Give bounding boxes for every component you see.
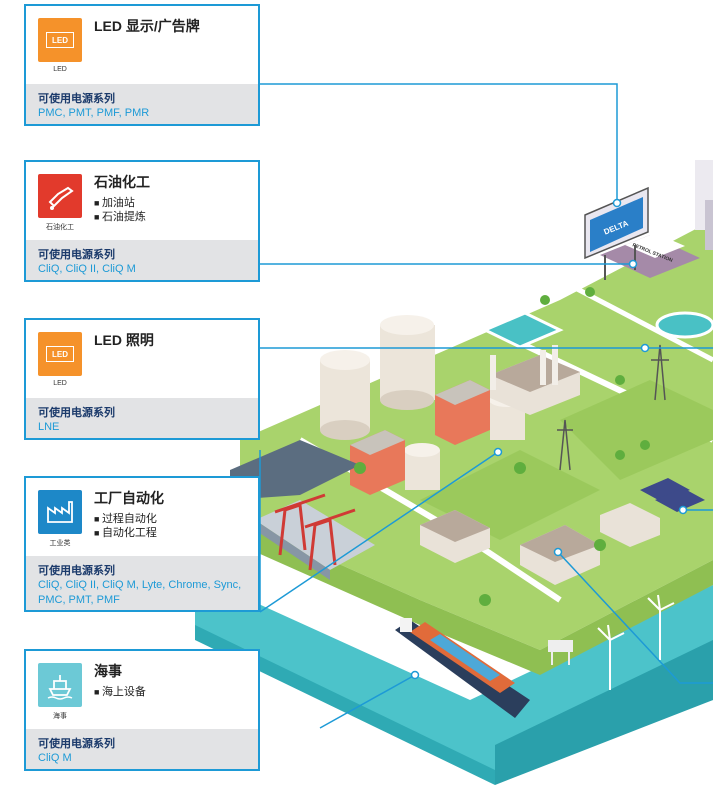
card-bullets: 海上设备: [94, 685, 146, 699]
card-models: CliQ M: [38, 752, 72, 764]
factory-icon: [38, 490, 82, 534]
warehouse-building: [420, 510, 490, 563]
power-plant-building: [350, 430, 405, 495]
card-models: CliQ, CliQ II, CliQ M: [38, 263, 136, 275]
warehouse-building: [600, 503, 660, 547]
card-footer: 可使用电源系列 CliQ, CliQ II, CliQ M: [26, 240, 258, 280]
card-title: LED 显示/广告牌: [94, 18, 200, 34]
bullet-item: 加油站: [94, 196, 146, 210]
card-subtitle: 可使用电源系列: [38, 93, 115, 105]
bullet-item: 石油提炼: [94, 210, 146, 224]
tree-group: [354, 287, 650, 606]
icon-caption: LED: [53, 380, 67, 387]
card-footer: 可使用电源系列 PMC, PMT, PMF, PMR: [26, 84, 258, 124]
card-title: 工厂自动化: [94, 490, 164, 506]
card-factory-automation[interactable]: 工业类 工厂自动化 过程自动化 自动化工程 可使用电源系列 CliQ, CliQ…: [24, 476, 260, 612]
icon-caption: LED: [53, 66, 67, 73]
power-plant-building: [435, 380, 490, 445]
sea-front-edge: [495, 640, 713, 785]
card-marine[interactable]: 海事 海事 海上设备 可使用电源系列 CliQ M: [24, 649, 260, 771]
city-tower: [695, 160, 713, 250]
card-led-lighting[interactable]: LED LED LED 照明 可使用电源系列 LNE: [24, 318, 260, 440]
offshore-platform: [548, 640, 573, 665]
bullet-item: 过程自动化: [94, 512, 157, 526]
pool: [481, 311, 564, 349]
card-bullets: 过程自动化 自动化工程: [94, 512, 157, 540]
connector-dots: [410, 198, 688, 680]
wind-turbine: [597, 624, 625, 690]
storage-tank: [404, 443, 440, 490]
card-petrochemical[interactable]: 石油化工 石油化工 加油站 石油提炼 可使用电源系列 CliQ, CliQ II…: [24, 160, 260, 282]
card-subtitle: 可使用电源系列: [38, 249, 115, 261]
container-crane: [304, 508, 356, 571]
card-footer: 可使用电源系列 CliQ, CliQ II, CliQ M, Lyte, Chr…: [26, 556, 258, 610]
bullet-item: 海上设备: [94, 685, 146, 699]
power-pylon: [651, 344, 669, 401]
card-title: 石油化工: [94, 174, 150, 190]
card-title: 海事: [94, 663, 122, 679]
container-crane: [274, 493, 326, 556]
petrol-station: PETROL STATION: [600, 233, 700, 278]
chimney: [540, 350, 546, 385]
card-models: LNE: [38, 421, 60, 433]
card-subtitle: 可使用电源系列: [38, 407, 115, 419]
solar-panel-array: [640, 478, 705, 512]
led-panel-icon: LED: [38, 332, 82, 376]
fountain: [655, 311, 713, 339]
card-title: LED 照明: [94, 332, 154, 348]
icon-caption: 石油化工: [46, 224, 74, 231]
card-bullets: 加油站 石油提炼: [94, 196, 146, 224]
ship-icon: [38, 663, 82, 707]
billboard: DELTA: [584, 186, 649, 280]
land-ground-lower: [240, 520, 713, 675]
storage-tank: [380, 315, 435, 410]
card-subtitle: 可使用电源系列: [38, 565, 115, 577]
card-models: CliQ, CliQ II, CliQ M, Lyte, Chrome, Syn…: [38, 579, 242, 606]
icon-caption: 工业类: [49, 540, 71, 547]
power-pylon: [557, 419, 573, 471]
bullet-item: 自动化工程: [94, 526, 157, 540]
card-footer: 可使用电源系列 CliQ M: [26, 729, 258, 769]
card-subtitle: 可使用电源系列: [38, 738, 115, 750]
card-led-display[interactable]: LED LED LED 显示/广告牌 可使用电源系列 PMC, PMT, PMF…: [24, 4, 260, 126]
container-ship: [395, 618, 530, 718]
fuel-nozzle-icon: [38, 174, 82, 218]
wind-turbine: [647, 594, 675, 660]
card-footer: 可使用电源系列 LNE: [26, 398, 258, 438]
icon-caption: 海事: [53, 713, 67, 720]
lawn-plot: [560, 380, 713, 480]
card-models: PMC, PMT, PMF, PMR: [38, 107, 150, 119]
storage-tank: [320, 350, 370, 440]
chimney: [490, 355, 496, 390]
led-panel-icon: LED: [38, 18, 82, 62]
chimney: [552, 345, 558, 385]
